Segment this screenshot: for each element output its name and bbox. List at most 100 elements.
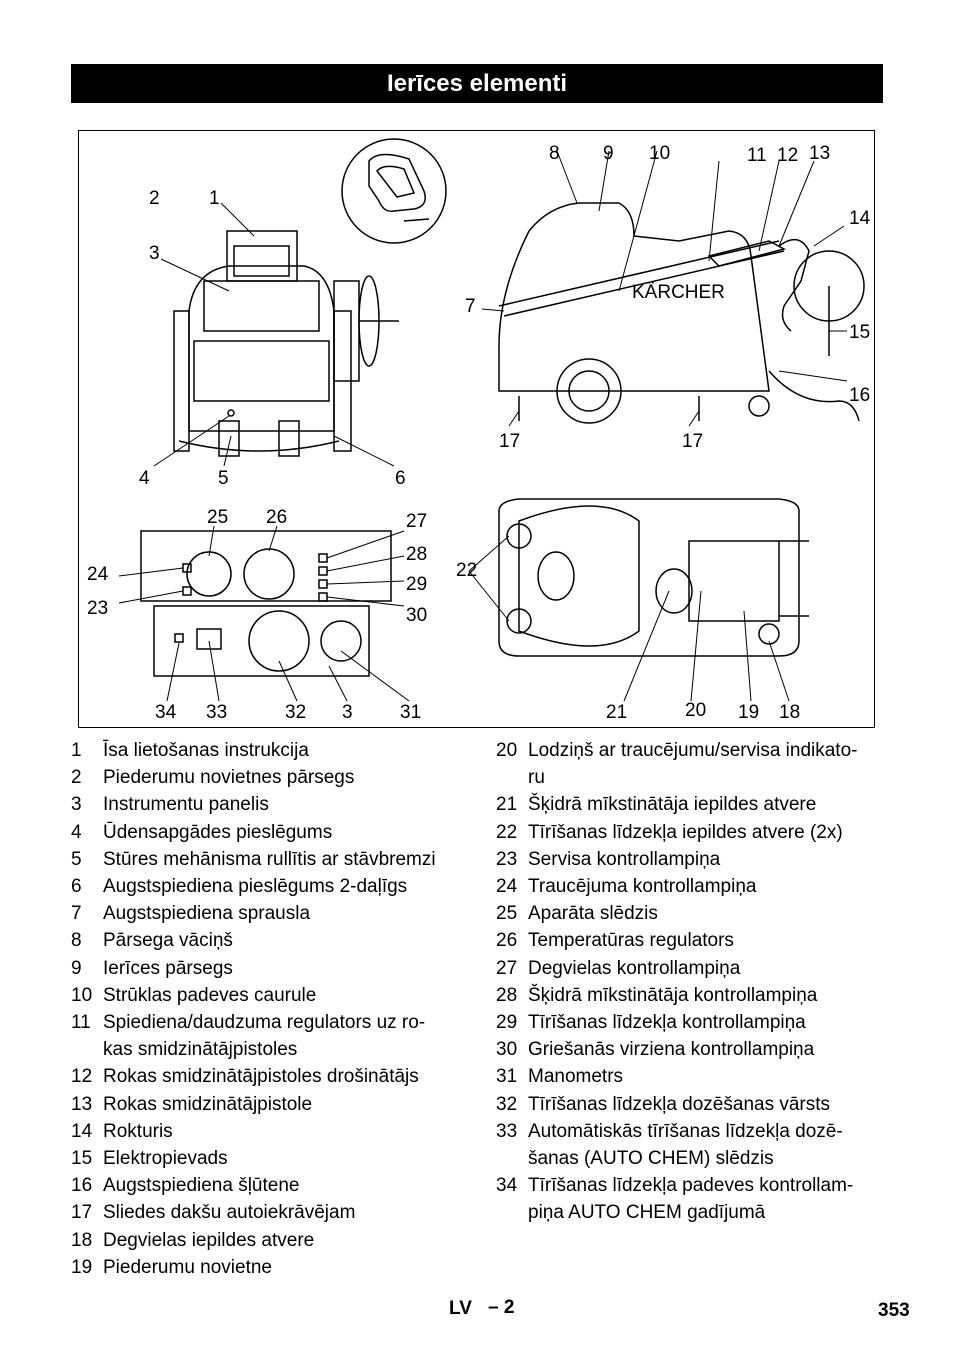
callout-20: 20 bbox=[685, 700, 707, 721]
device-illustration: KÄRCHER 1 2 3 4 5 6 7 8 9 10 11 12 13 14… bbox=[78, 130, 875, 728]
legend-text: Pārsega vāciņš bbox=[103, 930, 233, 952]
legend-text: Tīrīšanas līdzekļa kontrollampiņa bbox=[528, 1012, 806, 1034]
legend-item: 28 Šķidrā mīkstinātāja kontrollampiņa bbox=[496, 982, 886, 1009]
legend-item: 10 Strūklas padeves caurule bbox=[71, 982, 471, 1009]
legend-number: 12 bbox=[71, 1066, 93, 1088]
callout-21: 21 bbox=[606, 702, 628, 723]
callout-18: 18 bbox=[779, 702, 801, 723]
callout-16: 16 bbox=[849, 385, 871, 406]
callout-28: 28 bbox=[406, 544, 428, 565]
legend-text: Ierīces pārsegs bbox=[103, 957, 233, 979]
front-view bbox=[173, 230, 399, 457]
legend-number: 33 bbox=[496, 1120, 518, 1142]
legend-number: 2 bbox=[71, 767, 82, 789]
legend-number: 19 bbox=[71, 1256, 93, 1278]
legend-number: 18 bbox=[71, 1229, 93, 1251]
legend-number: 25 bbox=[496, 903, 518, 925]
callout-23: 23 bbox=[87, 598, 109, 619]
legend-text: Strūklas padeves caurule bbox=[103, 984, 317, 1006]
legend-text: Šķidrā mīkstinātāja kontrollampiņa bbox=[528, 984, 818, 1006]
legend-text: Elektropievads bbox=[103, 1148, 228, 1170]
legend-number: 30 bbox=[496, 1039, 518, 1061]
legend-item: 32 Tīrīšanas līdzekļa dozēšanas vārsts bbox=[496, 1091, 886, 1118]
legend-number: 9 bbox=[71, 957, 82, 979]
legend-number: 6 bbox=[71, 876, 82, 898]
page-title: Ierīces elementi bbox=[71, 64, 883, 103]
legend-text: Lodziņš ar traucējumu/servisa indikato- … bbox=[528, 740, 858, 789]
callout-3-panel: 3 bbox=[342, 702, 353, 723]
legend-text: Rokas smidzinātājpistoles drošinātājs bbox=[103, 1066, 419, 1088]
callout-9: 9 bbox=[603, 143, 614, 164]
legend-number: 23 bbox=[496, 848, 518, 870]
callout-17a: 17 bbox=[499, 431, 521, 452]
legend-text: Degvielas iepildes atvere bbox=[103, 1229, 315, 1251]
legend-text: Degvielas kontrollampiņa bbox=[528, 957, 741, 979]
callout-14: 14 bbox=[849, 208, 871, 229]
legend-number: 10 bbox=[71, 984, 93, 1006]
legend-text: Šķidrā mīkstinātāja iepildes atvere bbox=[528, 794, 817, 816]
callout-10: 10 bbox=[649, 143, 671, 164]
device-drawing bbox=[118, 138, 865, 702]
legend-number: 20 bbox=[496, 740, 518, 761]
legend-number: 5 bbox=[71, 848, 82, 870]
legend-item: 33 Automātiskās tīrīšanas līdzekļa dozē- … bbox=[496, 1118, 886, 1172]
legend-number: 22 bbox=[496, 821, 518, 843]
callout-leader-lines bbox=[118, 150, 848, 702]
legend-text: Augstspiediena sprausla bbox=[103, 903, 311, 925]
legend-text: Tīrīšanas līdzekļa dozēšanas vārsts bbox=[528, 1093, 831, 1115]
legend-item: 9 Ierīces pārsegs bbox=[71, 955, 471, 982]
callout-34: 34 bbox=[155, 702, 177, 723]
callout-33: 33 bbox=[206, 702, 228, 723]
callout-5: 5 bbox=[218, 468, 229, 489]
callout-12: 12 bbox=[777, 145, 799, 166]
legend-text: Spiediena/daudzuma regulators uz ro- kas… bbox=[103, 1012, 426, 1061]
legend-item: 14 Rokturis bbox=[71, 1118, 471, 1145]
callout-24: 24 bbox=[87, 564, 109, 585]
callout-4: 4 bbox=[139, 468, 150, 489]
legend-text: Īsa lietošanas instrukcija bbox=[103, 740, 309, 761]
legend-item: 18 Degvielas iepildes atvere bbox=[71, 1227, 471, 1254]
footer-language: LV bbox=[449, 1298, 472, 1319]
legend-text: Tīrīšanas līdzekļa padeves kontrollam- p… bbox=[528, 1175, 854, 1224]
callout-25: 25 bbox=[207, 507, 229, 528]
legend-text: Rokturis bbox=[103, 1120, 173, 1142]
legend-number: 11 bbox=[71, 1012, 91, 1034]
legend-text: Automātiskās tīrīšanas līdzekļa dozē- ša… bbox=[528, 1120, 843, 1170]
control-panel bbox=[140, 530, 392, 677]
legend-text: Rokas smidzinātājpistole bbox=[103, 1093, 313, 1115]
legend-number: 32 bbox=[496, 1093, 518, 1115]
inset-detail bbox=[341, 138, 447, 244]
brand-label: KÄRCHER bbox=[632, 282, 725, 303]
legend-number: 8 bbox=[71, 930, 82, 952]
legend-text: Aparāta slēdzis bbox=[528, 903, 658, 925]
callout-19: 19 bbox=[738, 702, 760, 723]
legend-item: 11 Spiediena/daudzuma regulators uz ro- k… bbox=[71, 1009, 471, 1063]
legend-number: 24 bbox=[496, 876, 518, 898]
callout-27: 27 bbox=[406, 511, 428, 532]
callout-32: 32 bbox=[285, 702, 307, 723]
callout-29: 29 bbox=[406, 574, 428, 595]
legend-number: 26 bbox=[496, 930, 518, 952]
legend-number: 31 bbox=[496, 1066, 518, 1088]
legend-number: 28 bbox=[496, 984, 518, 1006]
legend-right-column: 20 Lodziņš ar traucējumu/servisa indikato… bbox=[496, 737, 886, 1227]
legend-item: 20 Lodziņš ar traucējumu/servisa indikato… bbox=[496, 737, 886, 791]
callout-13: 13 bbox=[809, 143, 831, 164]
legend-number: 16 bbox=[71, 1175, 93, 1197]
legend-number: 14 bbox=[71, 1120, 93, 1142]
legend-item: 8 Pārsega vāciņš bbox=[71, 927, 471, 954]
